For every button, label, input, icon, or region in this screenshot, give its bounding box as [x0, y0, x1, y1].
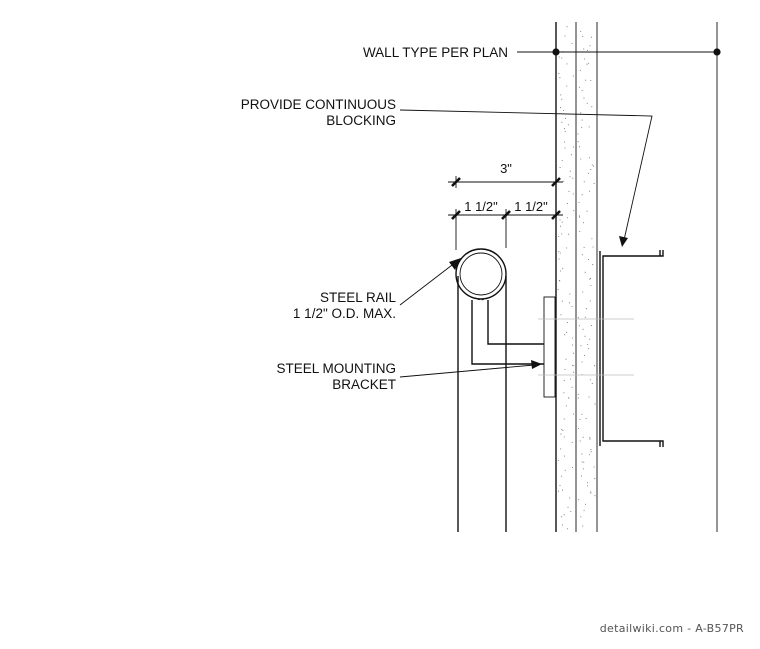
mounting-plate — [538, 296, 634, 398]
blocking-channel — [599, 250, 664, 447]
label-blocking-line2: BLOCKING — [326, 113, 396, 128]
label-rail-line1: STEEL RAIL — [320, 290, 397, 305]
dimension-overall-text: 3" — [500, 161, 512, 176]
leader-wall-type — [517, 48, 721, 56]
leader-bracket — [399, 360, 542, 378]
credit-text: detailwiki.com - A-B57PR — [600, 622, 744, 635]
gypsum-stipple-pattern — [557, 26, 596, 530]
label-rail-line2: 1 1/2" O.D. MAX. — [293, 306, 396, 321]
dimension-split: 1 1/2" 1 1/2" — [448, 199, 563, 250]
steel-mounting-bracket — [471, 300, 544, 365]
label-bracket-line2: BRACKET — [332, 377, 396, 392]
dimension-overall: 3" — [448, 161, 563, 188]
leader-blocking — [399, 109, 653, 247]
steel-rail-section — [455, 248, 507, 301]
label-blocking-line1: PROVIDE CONTINUOUS — [241, 97, 396, 112]
dimension-left-text: 1 1/2" — [464, 199, 498, 214]
leader-steel-rail — [399, 258, 461, 306]
label-wall-type: WALL TYPE PER PLAN — [363, 45, 508, 60]
wall-assembly — [555, 22, 718, 532]
label-bracket-line1: STEEL MOUNTING — [276, 361, 396, 376]
dimension-right-text: 1 1/2" — [514, 199, 548, 214]
